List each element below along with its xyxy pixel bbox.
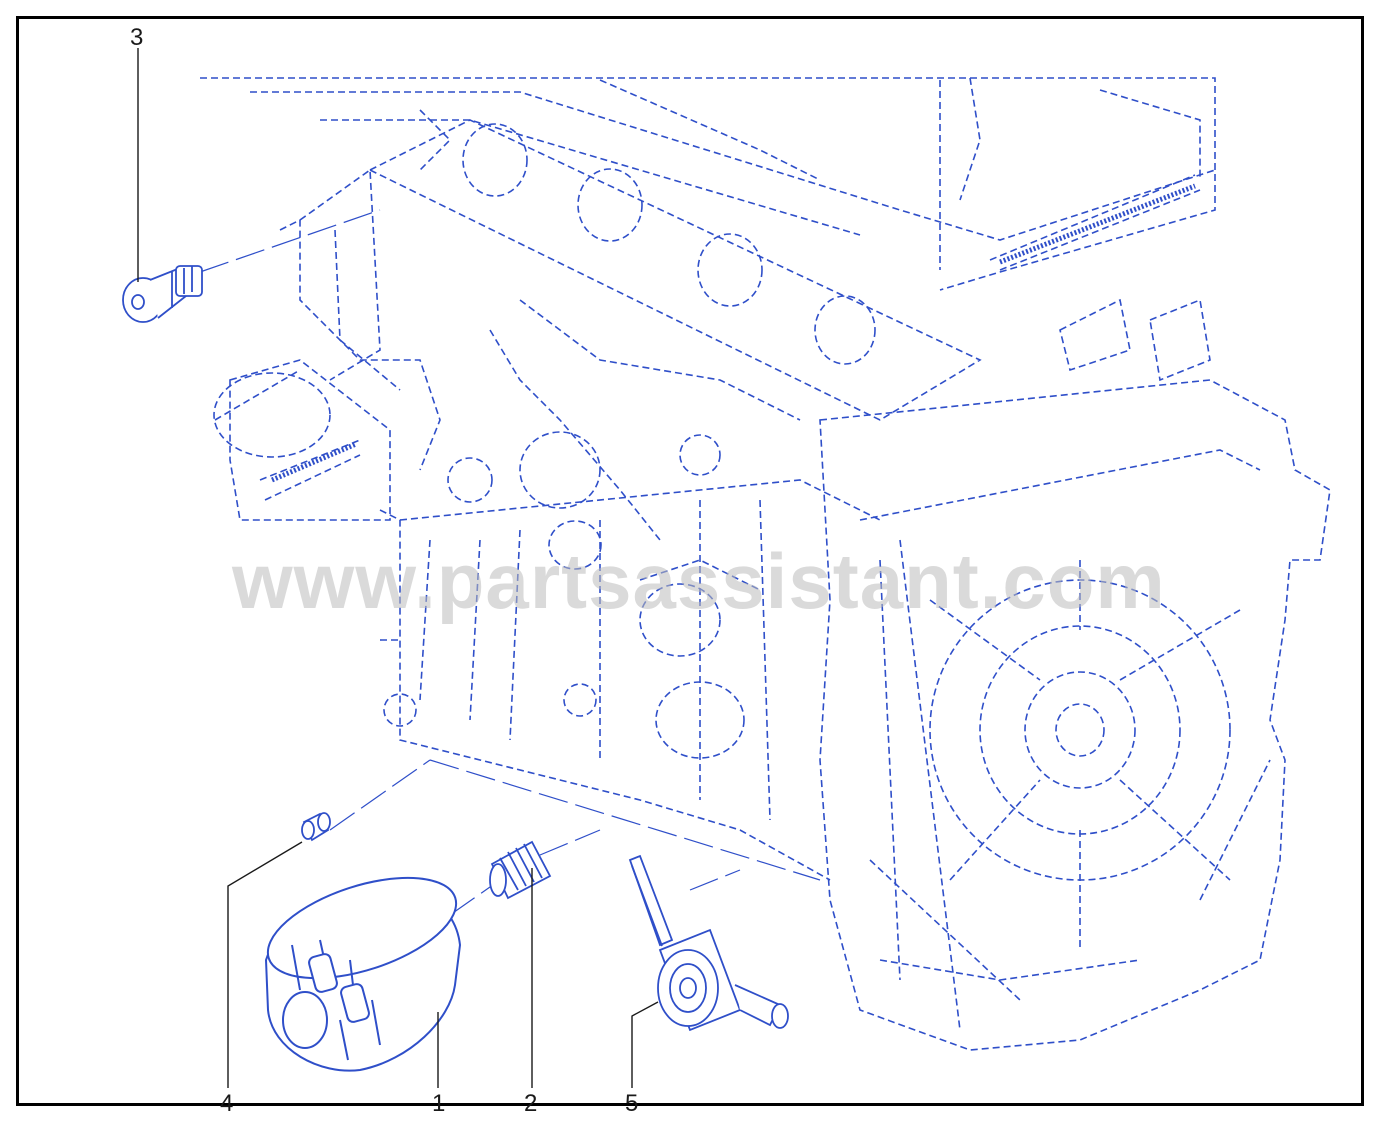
part-2-threaded-adapter <box>489 840 552 900</box>
diagram-frame <box>16 16 1364 1106</box>
callout-1[interactable]: 1 <box>432 1090 446 1117</box>
part-3-oil-pressure-valve <box>122 265 203 323</box>
callout-2[interactable]: 2 <box>524 1090 538 1117</box>
callout-4[interactable]: 4 <box>220 1090 234 1117</box>
callout-leaders <box>137 48 659 1088</box>
part-1-oil-filter <box>264 876 462 1072</box>
engine-block <box>200 77 1331 1051</box>
part-4-sleeve <box>301 812 331 842</box>
callout-5[interactable]: 5 <box>625 1090 639 1117</box>
watermark-text: www.partsassistant.com <box>232 537 1166 625</box>
part-5-oil-cooler <box>628 854 789 1032</box>
callout-3[interactable]: 3 <box>130 24 144 51</box>
timing-chain <box>271 183 1196 483</box>
